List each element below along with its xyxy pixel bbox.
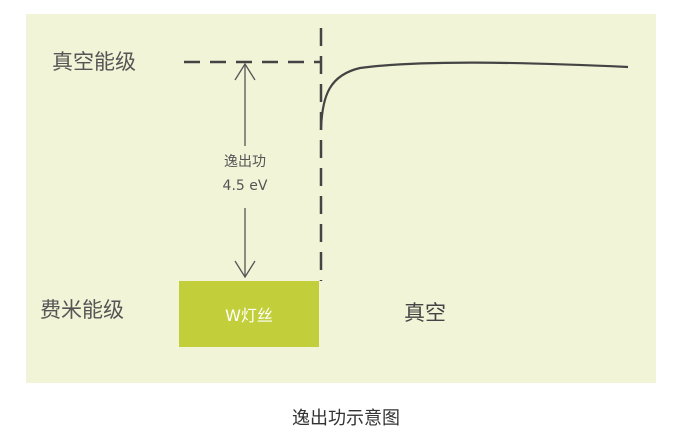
vacuum-level-label: 真空能级	[52, 50, 136, 74]
filament-label: W灯丝	[225, 306, 273, 325]
work-function-annotation: 逸出功 4.5 eV	[200, 150, 290, 198]
work-function-label: 逸出功	[224, 154, 266, 170]
arrow-head-down-icon	[234, 260, 256, 279]
potential-curve	[319, 61, 629, 131]
arrow-head-up-icon	[234, 62, 256, 81]
work-function-value: 4.5 eV	[222, 178, 268, 194]
figure-caption: 逸出功示意图	[292, 408, 400, 429]
filament-box: W灯丝	[179, 281, 319, 347]
vacuum-label: 真空	[404, 301, 446, 325]
fermi-level-label: 费米能级	[40, 298, 124, 322]
